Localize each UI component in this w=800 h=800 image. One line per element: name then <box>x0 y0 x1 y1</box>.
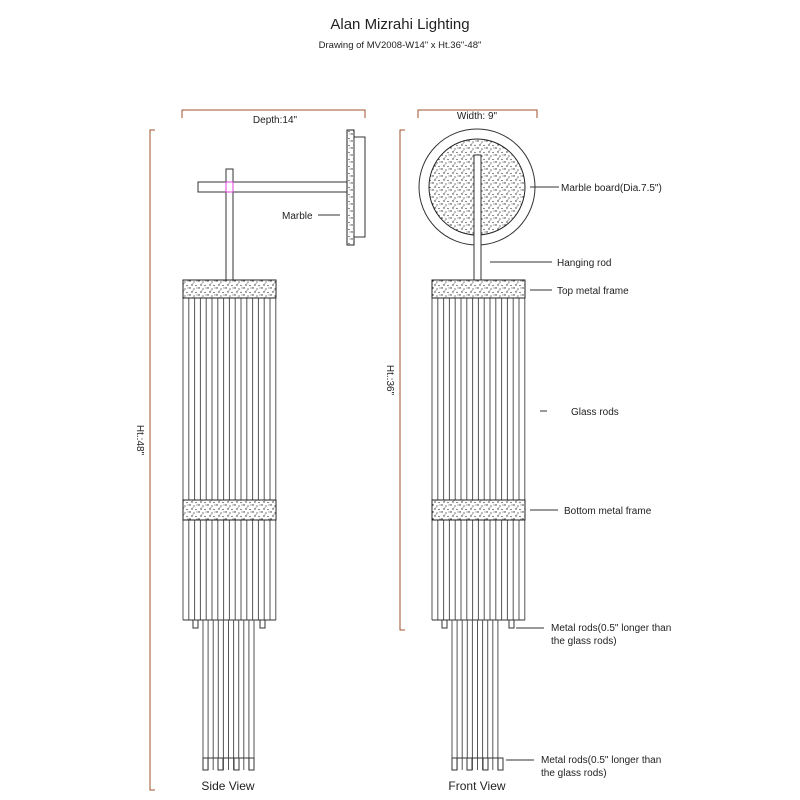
metal-rod-tip <box>192 619 199 629</box>
callout-bottom-frame: Bottom metal frame <box>564 506 652 517</box>
callout-metal-rods-1: Metal rods(0.5" longer than <box>551 623 671 634</box>
metal-rod-tip <box>466 757 473 771</box>
depth-dimension <box>181 109 366 118</box>
drawing-subtitle: Drawing of MV2008-W14" x Ht.36"-48" <box>319 40 482 51</box>
wall-arm <box>197 181 348 193</box>
rod-joint <box>225 181 234 193</box>
metal-rod-tip <box>248 757 255 771</box>
metal-rod-tip <box>451 757 458 771</box>
front-view: Width: 9" Ht.:36" Marble board(Dia.7.5")… <box>384 109 671 793</box>
callout-marble-board: Marble board(Dia.7.5") <box>561 183 662 194</box>
metal-rod-tip <box>259 619 266 629</box>
width-label: Width: 9" <box>457 111 498 122</box>
hanging-rod-side <box>225 168 234 281</box>
bottom-metal-frame <box>431 499 526 521</box>
callout-metal-rods-2: Metal rods(0.5" longer than <box>541 755 661 766</box>
drawing-title: Alan Mizrahi Lighting <box>330 16 469 33</box>
callout-glass-rods: Glass rods <box>571 407 619 418</box>
front-view-label: Front View <box>448 779 505 793</box>
height-36-dimension <box>399 129 405 631</box>
wall-plate <box>353 136 366 238</box>
metal-rod-tip <box>217 757 224 771</box>
callout-metal-rods-2-cont: the glass rods) <box>541 768 607 779</box>
callout-hanging-rod: Hanging rod <box>557 258 611 269</box>
metal-rod-tip <box>508 619 515 629</box>
bottom-metal-frame <box>182 499 277 521</box>
metal-rod-tip <box>202 757 209 771</box>
top-metal-frame <box>431 279 526 299</box>
height-48-label: Ht.:48" <box>134 425 145 456</box>
metal-rod-tip <box>441 619 448 629</box>
metal-rod-tip <box>482 757 489 771</box>
top-metal-frame <box>182 279 277 299</box>
width-dimension <box>417 109 538 118</box>
metal-rod-tip <box>497 757 504 771</box>
marble-label: Marble <box>282 211 313 222</box>
metal-rod-tip <box>233 757 240 771</box>
marble-plate <box>346 129 355 246</box>
callout-metal-rods-1-cont: the glass rods) <box>551 636 617 647</box>
callouts: Marble board(Dia.7.5") Hanging rod Top m… <box>490 183 671 779</box>
callout-top-frame: Top metal frame <box>557 286 629 297</box>
depth-label: Depth:14" <box>253 115 298 126</box>
height-36-label: Ht.:36" <box>384 365 395 396</box>
height-48-dimension <box>149 129 155 791</box>
hanging-rod-front <box>473 154 482 281</box>
side-view: Depth:14" Ht.:48" Marble Side View <box>134 109 366 793</box>
side-view-label: Side View <box>201 779 254 793</box>
